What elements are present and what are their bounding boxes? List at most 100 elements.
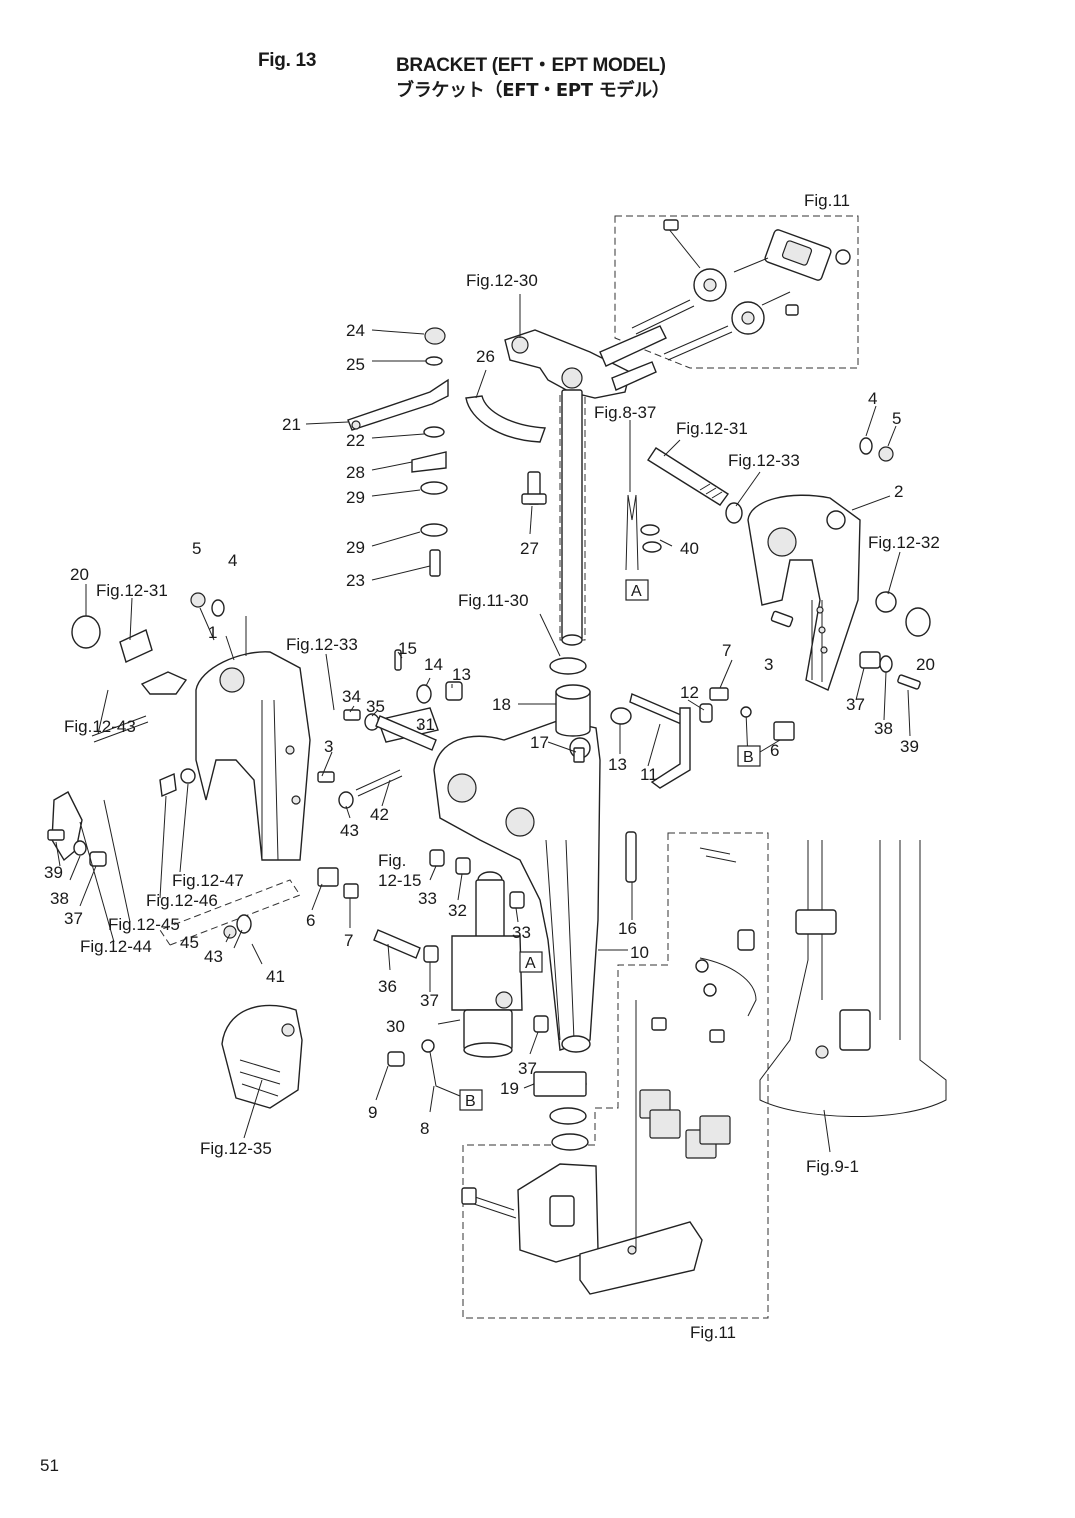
washer-4-left [211,599,225,617]
callout-2: 2 [894,482,903,501]
svg-text:B: B [743,749,754,766]
ref-fig12-33-right: Fig.12-33 [728,451,800,470]
callout-12: 12 [680,683,699,702]
callout-26: 26 [476,347,495,366]
bushing-37-38-39-left [47,829,107,867]
callout-23: 23 [346,571,365,590]
callout-38: 38 [874,719,893,738]
ref-fig12-32: Fig.12-32 [868,533,940,552]
nut-5-right [878,446,894,462]
washer-stack [347,327,449,577]
callout-7: 7 [722,641,731,660]
ref-fig12-31-left: Fig.12-31 [96,581,168,600]
ref-fig8-37: Fig.8-37 [594,403,656,422]
callout-34: 34 [342,687,361,706]
callout-25: 25 [346,355,365,374]
callout-6: 6 [306,911,315,930]
ref-fig12-35: Fig.12-35 [200,1139,272,1158]
callout-29: 29 [346,488,365,507]
nut-6-right [773,721,795,741]
clamp-bracket-right [747,494,861,691]
callout-37: 37 [64,909,83,928]
connector-a-mid: A [519,951,543,973]
callout-39: 39 [900,737,919,756]
ref-fig12-46: Fig.12-46 [146,891,218,910]
washers-41-43-45 [223,914,252,939]
callout-35: 35 [366,697,385,716]
callout-37: 37 [846,695,865,714]
callout-21: 21 [282,415,301,434]
callout-43: 43 [204,947,223,966]
fig11-bottom-region [462,832,769,1319]
nut-5-left [190,592,206,608]
callout-7: 7 [344,931,353,950]
gasket-group-dash [159,879,301,946]
callout-17: 17 [530,733,549,752]
callout-3: 3 [764,655,773,674]
callout-33: 33 [512,923,531,942]
cover-fig12-35 [221,1004,303,1109]
wire-harness-40 [625,494,662,571]
callout-8: 8 [420,1119,429,1138]
svg-text:A: A [525,955,536,972]
callout-19: 19 [500,1079,519,1098]
callout-14: 14 [424,655,443,674]
spring-fig12-43 [51,715,149,862]
ref-fig12-31-right: Fig.12-31 [676,419,748,438]
ref-fig12-47: Fig.12-47 [172,871,244,890]
knob-20-left [71,615,188,695]
callout-16: 16 [618,919,637,938]
connector-b-right: B [737,745,761,767]
callout-31: 31 [416,715,435,734]
page-title: BRACKET (EFT・EPT MODEL) [396,55,666,76]
bolt-27 [521,471,547,505]
ref-fig12-15: 12-15 [378,871,421,890]
stopper-17 [573,747,585,763]
tilt-tube-31 [375,715,437,751]
ref-fig11-top: Fig.11 [804,191,850,210]
page-title-japanese: ブラケット（EFT・EPT モデル） [396,80,670,101]
clips-fig12-46-47 [159,768,196,798]
bushing-37-low [533,1015,549,1033]
callout-27: 27 [520,539,539,558]
fig11-bottom-assembly [461,847,757,1295]
callout-10: 10 [630,943,649,962]
ref-fig12-15: Fig. [378,851,406,870]
bushing-19-body [533,1071,587,1097]
callout-20: 20 [70,565,89,584]
pins-11-12-13 [610,693,713,789]
callout-18: 18 [492,695,511,714]
callout-4: 4 [868,389,877,408]
callout-5: 5 [192,539,201,558]
steering-shaft [561,389,583,646]
svg-text:A: A [631,583,642,600]
callout-32: 32 [448,901,467,920]
figure-references: Fig.11 Fig.11 Fig.11-30 Fig.12-30 Fig.8-… [64,191,940,1342]
ref-fig11-30: Fig.11-30 [458,591,529,610]
bushing-37-38-39-right [859,651,921,690]
svg-text:B: B [465,1093,476,1110]
swivel-bracket [433,719,601,1053]
spring-16 [625,831,637,883]
callout-6: 6 [770,741,779,760]
callout-38: 38 [50,889,69,908]
tilt-cylinder [451,871,523,1058]
callout-numbers: 1 2 3 3 4 4 5 5 6 6 7 7 8 9 10 11 12 13 … [44,321,935,1138]
callout-4: 4 [228,551,237,570]
callout-9: 9 [368,1103,377,1122]
callout-22: 22 [346,431,365,450]
ref-fig12-44: Fig.12-44 [80,937,152,956]
rod-36 [373,929,421,959]
bushings-32-33 [429,849,525,909]
bolt-3-right [770,610,794,628]
leader-lines [55,294,911,1153]
ref-fig9-1: Fig.9-1 [806,1157,859,1176]
callout-13: 13 [452,665,471,684]
callout-20: 20 [916,655,935,674]
tilt-tube-right [647,447,743,524]
clamp-bracket-left [195,651,311,861]
callout-41: 41 [266,967,285,986]
steering-bracket-top [504,325,667,399]
callout-36: 36 [378,977,397,996]
